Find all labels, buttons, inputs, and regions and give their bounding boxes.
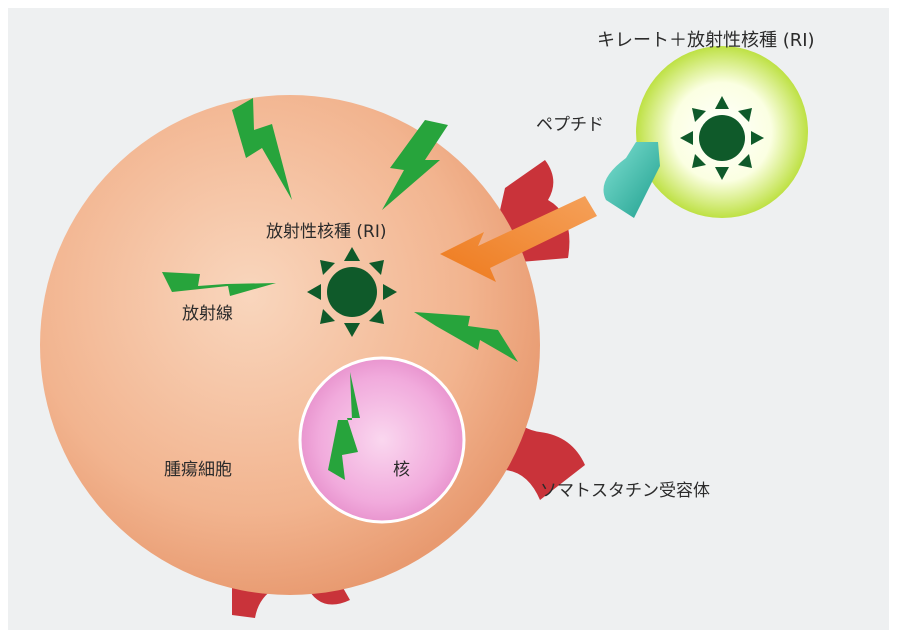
lightning-bolt-4 [414, 312, 518, 362]
nucleus-label: 核 [393, 460, 410, 480]
peptide-label: ペプチド [536, 115, 604, 135]
ri-label: 放射性核種 (RI) [266, 222, 387, 242]
nucleus [298, 356, 466, 524]
chelate-label: キレート＋放射性核種 (RI) [597, 30, 815, 51]
peptide-cap [603, 142, 660, 218]
peptide-arrow [440, 196, 597, 282]
tumor-cell-body [40, 95, 540, 595]
lightning-bolt-1 [232, 98, 292, 200]
lightning-bolt-5 [328, 372, 360, 480]
ri-sun-chelate [680, 96, 764, 180]
lightning-bolt-2 [382, 120, 448, 210]
lightning-bolt-3 [162, 272, 276, 296]
radiation-label: 放射線 [182, 304, 233, 324]
receptor-label: ソマトスタチン受容体 [540, 481, 710, 501]
ri-sun-cell [307, 247, 397, 337]
tumor-cell-label: 腫瘍細胞 [164, 460, 232, 480]
